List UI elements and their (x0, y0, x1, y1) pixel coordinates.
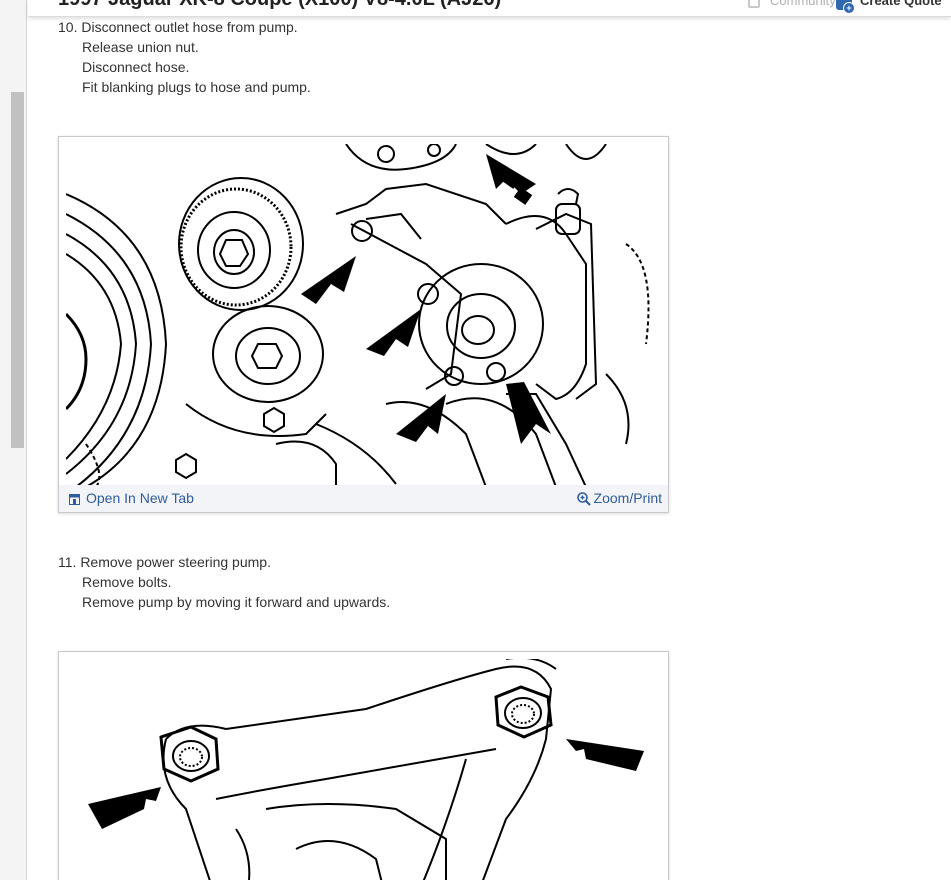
header-bar: 1997 Jaguar XK-8 Coupe (X100) V8-4.0L (A… (28, 0, 951, 17)
zoom-in-icon (576, 492, 591, 507)
figure-footer: Open In New Tab Zoom/Print (59, 485, 668, 512)
zoom-print-label: Zoom/Print (593, 490, 662, 506)
bracket-illustration (66, 659, 662, 880)
pump-illustration (66, 144, 662, 487)
open-in-new-tab-link[interactable]: Open In New Tab (69, 490, 194, 506)
substep: Release union nut. (82, 39, 199, 55)
community-icon (748, 0, 760, 8)
substep: Remove pump by moving it forward and upw… (82, 594, 391, 610)
step-heading: 10. Disconnect outlet hose from pump. (58, 19, 298, 35)
figure-pump-hose: Open In New Tab Zoom/Print (58, 136, 669, 513)
page-title: 1997 Jaguar XK-8 Coupe (X100) V8-4.0L (A… (58, 0, 501, 11)
substep: Disconnect hose. (82, 59, 190, 75)
substep: Remove bolts. (82, 574, 172, 590)
community-label: Community (770, 0, 836, 8)
step-10: 10. Disconnect outlet hose from pump. Re… (58, 17, 311, 97)
open-in-new-tab-label: Open In New Tab (86, 490, 194, 506)
community-button[interactable]: Community (748, 0, 836, 8)
zoom-print-link[interactable]: Zoom/Print (576, 490, 662, 507)
step-heading: 11. Remove power steering pump. (58, 554, 271, 570)
step-11: 11. Remove power steering pump. Remove b… (58, 552, 390, 612)
substep: Fit blanking plugs to hose and pump. (82, 79, 311, 95)
open-new-tab-icon (69, 493, 80, 505)
scrollbar-thumb[interactable] (11, 92, 24, 448)
left-gutter (0, 0, 27, 880)
create-quote-button[interactable]: Create Quote (836, 0, 942, 14)
create-quote-icon (836, 0, 855, 14)
figure-pump-bolts (58, 651, 669, 880)
create-quote-label: Create Quote (860, 0, 942, 8)
